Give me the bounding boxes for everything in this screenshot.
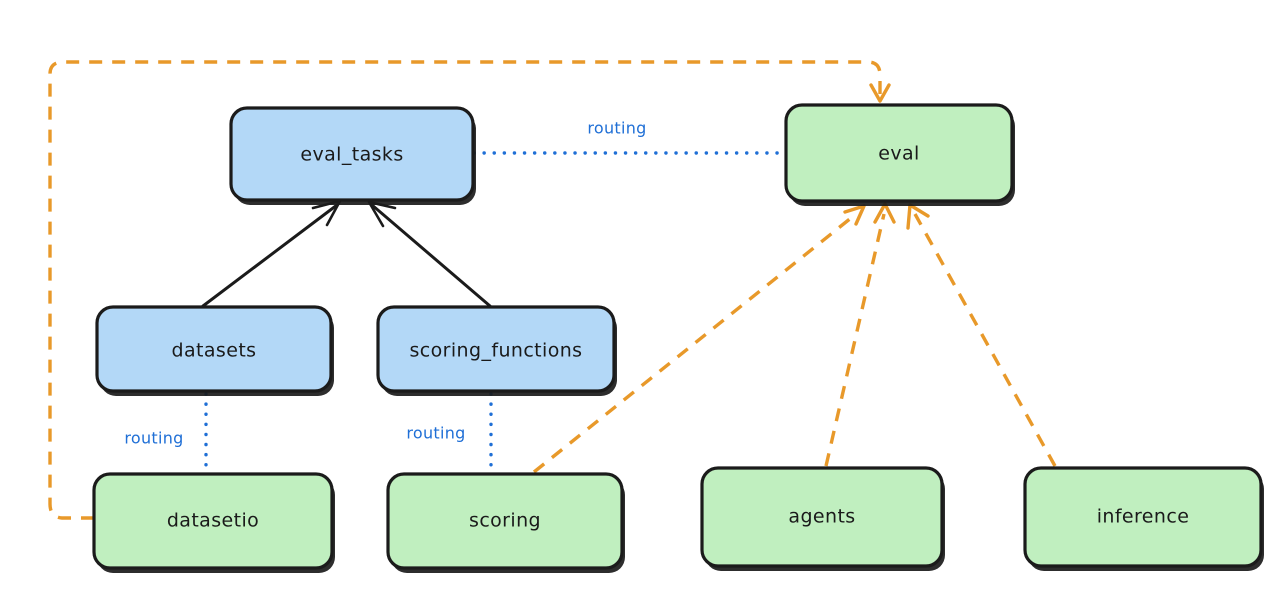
edge-scoring-functions-eval-tasks[interactable] <box>367 200 492 308</box>
edge-agents-eval[interactable] <box>824 202 896 467</box>
edge-label-routing-eval: routing <box>587 119 646 138</box>
edge-labels: routing routing routing <box>124 119 646 448</box>
edge-datasets-eval-tasks[interactable] <box>201 199 342 308</box>
node-scoring-label: scoring <box>469 510 541 532</box>
routing-edges <box>204 151 786 479</box>
node-agents[interactable]: agents <box>700 466 945 571</box>
node-datasetio-label: datasetio <box>167 510 259 532</box>
node-scoring-functions-label: scoring_functions <box>410 340 583 362</box>
node-agents-label: agents <box>788 506 855 528</box>
node-inference-label: inference <box>1097 506 1190 528</box>
node-datasets-label: datasets <box>172 340 257 362</box>
edge-label-routing-scoring: routing <box>406 424 465 443</box>
edge-label-routing-datasetio: routing <box>124 429 183 448</box>
node-eval-tasks-body <box>229 106 475 202</box>
edge-inference-eval[interactable] <box>906 203 1057 467</box>
edge-datasetio-eval[interactable] <box>48 60 891 520</box>
node-eval-label: eval <box>878 143 919 165</box>
node-datasetio-body <box>92 472 334 570</box>
node-scoring-functions[interactable]: scoring_functions <box>376 305 617 396</box>
node-scoring-body <box>386 472 624 570</box>
node-eval[interactable]: eval <box>784 103 1015 206</box>
node-eval-body <box>784 103 1014 203</box>
solid-edges <box>201 199 492 308</box>
node-inference-body <box>1023 466 1263 568</box>
node-datasets-body <box>95 305 333 393</box>
node-scoring[interactable]: scoring <box>386 472 625 573</box>
node-agents-body <box>700 466 944 568</box>
node-datasets[interactable]: datasets <box>95 305 334 396</box>
node-eval-tasks[interactable]: eval_tasks <box>229 106 476 205</box>
node-scoring-functions-body <box>376 305 616 393</box>
node-inference[interactable]: inference <box>1023 466 1264 571</box>
node-datasetio[interactable]: datasetio <box>92 472 335 573</box>
node-eval-tasks-label: eval_tasks <box>300 144 403 166</box>
nodes: eval_tasks eval datasets scoring_functio… <box>92 103 1264 573</box>
